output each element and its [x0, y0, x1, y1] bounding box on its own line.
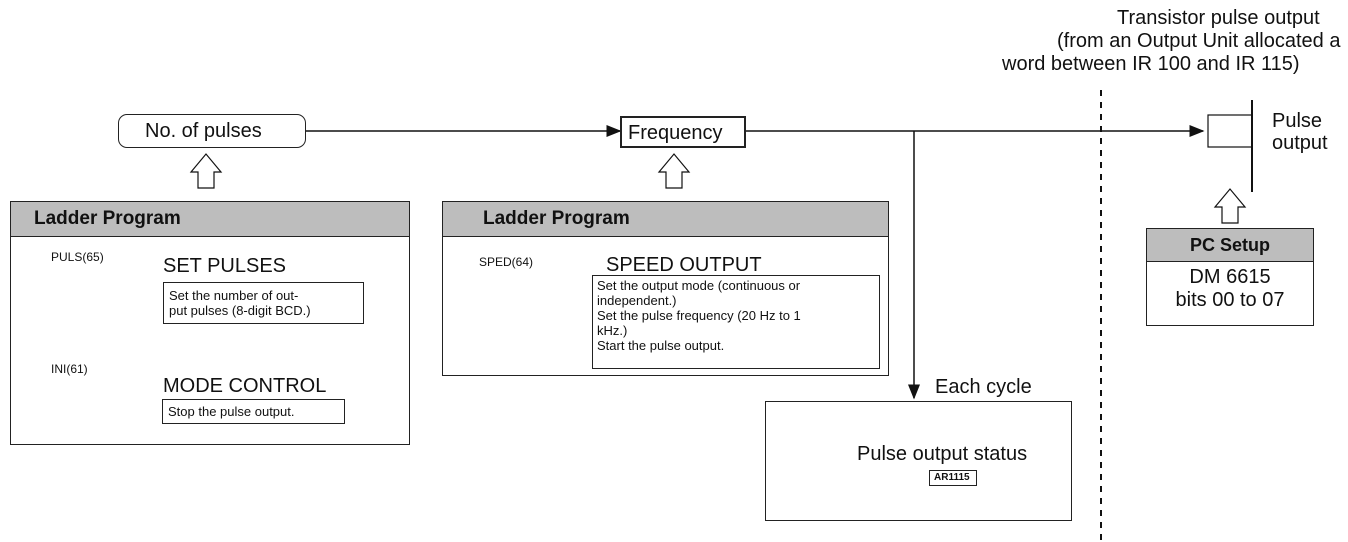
sped-instruction-code: SPED(64) [479, 255, 534, 269]
ini-instruction-code: INI(61) [51, 362, 88, 376]
pc-setup-line1: DM 6615 [1189, 266, 1271, 288]
set-pulses-desc-line2: put pulses (8-digit BCD.) [169, 303, 311, 318]
top-note-line2: (from an Output Unit allocated a [1057, 30, 1341, 52]
ladder-mid-header: Ladder Program [443, 202, 888, 237]
pulses-box: No. of pulses [118, 114, 306, 148]
ar1115-flag: AR1115 [929, 470, 977, 486]
pc-setup-box: PC Setup DM 6615 bits 00 to 07 [1146, 228, 1314, 326]
top-note-line1: Transistor pulse output [1117, 7, 1320, 29]
pulse-output-line2: output [1272, 132, 1328, 154]
speed-desc-line3: Set the pulse frequency (20 Hz to 1 [597, 308, 801, 323]
speed-output-desc-box: Set the output mode (continuous or indep… [592, 275, 880, 369]
up-arrow-icon [657, 153, 691, 189]
speed-desc-line1: Set the output mode (continuous or [597, 278, 801, 293]
pulses-label: No. of pulses [145, 120, 262, 142]
speed-desc-line5: Start the pulse output. [597, 338, 725, 353]
frequency-label: Frequency [628, 122, 723, 144]
speed-desc-line4: kHz.) [597, 323, 628, 338]
set-pulses-desc-box: Set the number of out- put pulses (8-dig… [163, 282, 364, 324]
mode-control-desc: Stop the pulse output. [168, 404, 295, 419]
set-pulses-title: SET PULSES [163, 255, 287, 277]
pulse-output-status-label: Pulse output status [857, 443, 1028, 465]
ladder-left-header: Ladder Program [11, 202, 409, 237]
ar1115-flag-text: AR1115 [934, 472, 970, 483]
mode-control-desc-box: Stop the pulse output. [162, 399, 345, 424]
puls-instruction-code: PULS(65) [51, 250, 104, 264]
pulse-output-terminal [1207, 114, 1253, 148]
each-cycle-label: Each cycle [935, 376, 1032, 398]
up-arrow-icon [1213, 188, 1247, 224]
pulse-output-line1: Pulse [1272, 110, 1323, 132]
top-note-line3: word between IR 100 and IR 115) [1002, 53, 1300, 75]
set-pulses-desc-line1: Set the number of out- [169, 288, 299, 303]
mode-control-title: MODE CONTROL [163, 375, 327, 397]
speed-desc-line2: independent.) [597, 293, 677, 308]
pc-setup-line2: bits 00 to 07 [1175, 289, 1285, 311]
up-arrow-icon [189, 153, 223, 189]
pc-setup-header: PC Setup [1147, 229, 1313, 262]
pulse-output-status-box: Pulse output status AR1115 [765, 401, 1072, 521]
frequency-box: Frequency [620, 116, 746, 148]
speed-output-title: SPEED OUTPUT [606, 254, 762, 276]
